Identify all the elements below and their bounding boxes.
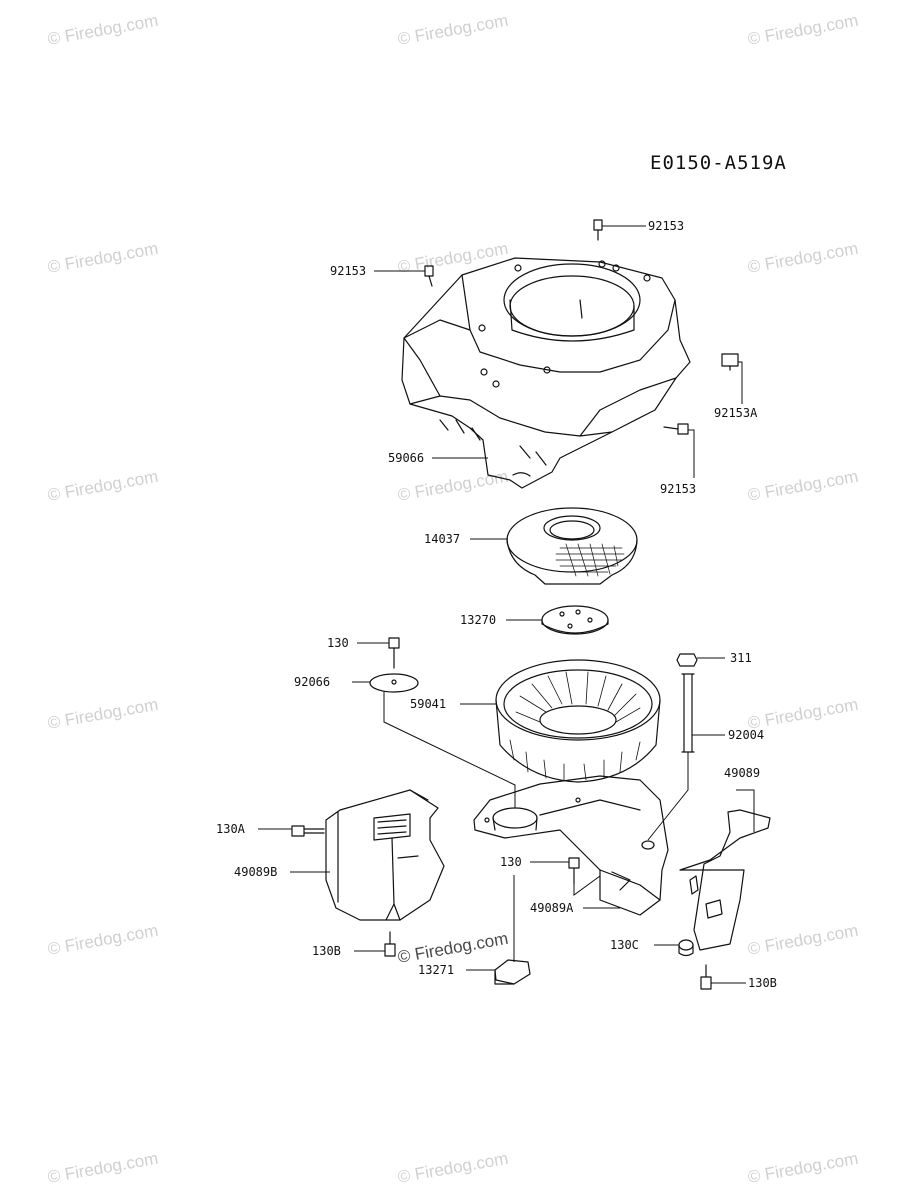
diagram-code: E0150-A519A [650,152,787,174]
part-label-130: 130 [327,636,349,650]
part-label-14037: 14037 [424,532,461,546]
left-baffle [325,789,445,921]
part-label-49089b: 49089B [234,865,278,879]
bracket-13271 [494,959,531,985]
part-label-311: 311 [730,651,752,665]
grommet-130c [678,939,694,957]
part-label-92153a: 92153A [714,406,758,420]
part-label-130b: 130B [748,976,777,990]
air-screen [506,507,638,585]
part-label-92004: 92004 [728,728,765,742]
part-label-59041: 59041 [410,697,447,711]
part-label-49089: 49089 [724,766,761,780]
part-label-49089a: 49089A [530,901,574,915]
part-label-92153: 92153 [330,264,367,278]
part-label-130: 130 [500,855,522,869]
bolt-92153-left [424,265,434,287]
part-label-130a: 130A [216,822,245,836]
bolt-92153-top [593,219,603,241]
part-label-92066: 92066 [294,675,331,689]
bolt-92153-right [663,423,689,435]
nut-311 [676,653,698,667]
cooling-fan [495,659,661,783]
bolt-92153a [721,353,739,371]
right-baffle [679,809,771,951]
part-label-59066: 59066 [388,451,425,465]
part-label-130b: 130B [312,944,341,958]
bolt-130-top [388,637,400,669]
fan-housing-base [473,775,669,916]
plate-13270 [541,605,609,635]
part-label-130c: 130C [610,938,639,952]
washer-92066 [369,673,419,693]
part-label-92153: 92153 [660,482,697,496]
bolt-130b-left [384,931,396,957]
stud-92004 [681,673,695,753]
part-label-92153: 92153 [648,219,685,233]
part-label-13270: 13270 [460,613,497,627]
part-label-13271: 13271 [418,963,455,977]
leader-lines [258,225,755,984]
bolt-130-mid [568,857,580,885]
bolt-130a [291,825,325,837]
bolt-130b-right [700,964,712,990]
blower-housing [401,257,691,489]
